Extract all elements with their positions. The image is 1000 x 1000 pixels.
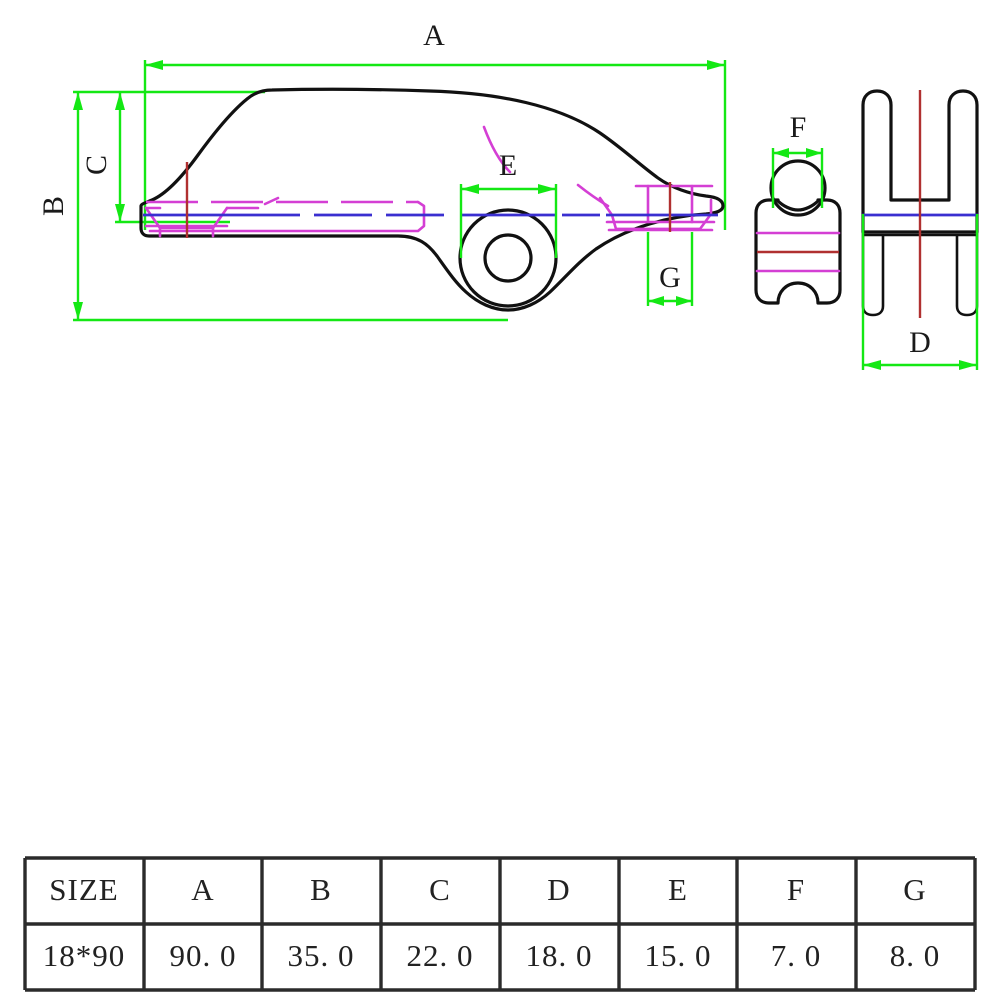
side-profile-view <box>139 87 725 312</box>
dimension-c: C <box>80 92 230 224</box>
dimension-f: F <box>771 111 824 208</box>
table-header-c: C <box>429 872 451 907</box>
hub-inner-circle <box>483 233 533 283</box>
dimension-e: E <box>459 149 558 258</box>
table-header-a: A <box>191 872 214 907</box>
right-sweep-section-lines <box>482 125 716 232</box>
table-header-d: D <box>547 872 570 907</box>
dimension-e-label: E <box>499 149 517 182</box>
dimension-d: D <box>861 214 979 370</box>
dimension-d-label: D <box>909 326 931 359</box>
table-cell-a: 90. 0 <box>170 938 237 973</box>
end-section-outline <box>754 198 842 305</box>
dimension-b-label: B <box>37 196 70 216</box>
dimension-f-label: F <box>790 111 807 144</box>
table-cell-d: 18. 0 <box>526 938 593 973</box>
table-cell-c: 22. 0 <box>407 938 474 973</box>
table-cell-e: 15. 0 <box>645 938 712 973</box>
table-cell-size: 18*90 <box>43 938 126 973</box>
size-table: SIZE A B C D E F G 18*90 90. 0 35. 0 22.… <box>23 856 977 992</box>
end-section-circle <box>769 159 827 217</box>
dimension-c-label: C <box>80 155 113 175</box>
dimension-a: A <box>143 19 727 230</box>
dimension-b: B <box>37 90 508 322</box>
handle-outline <box>139 87 725 312</box>
table-header-b: B <box>310 872 332 907</box>
dimension-g-label: G <box>659 261 681 294</box>
table-header-f: F <box>787 872 805 907</box>
table-cell-f: 7. 0 <box>771 938 822 973</box>
end-section-view <box>754 159 842 305</box>
table-header-e: E <box>668 872 688 907</box>
dimension-a-label: A <box>423 19 445 52</box>
dimension-g: G <box>646 232 694 306</box>
table-header-g: G <box>903 872 926 907</box>
table-row: 18*90 90. 0 35. 0 22. 0 18. 0 15. 0 7. 0… <box>43 938 941 973</box>
fork-outline <box>861 89 979 234</box>
table-header-size: SIZE <box>49 872 118 907</box>
table-cell-g: 8. 0 <box>890 938 941 973</box>
table-cell-b: 35. 0 <box>288 938 355 973</box>
